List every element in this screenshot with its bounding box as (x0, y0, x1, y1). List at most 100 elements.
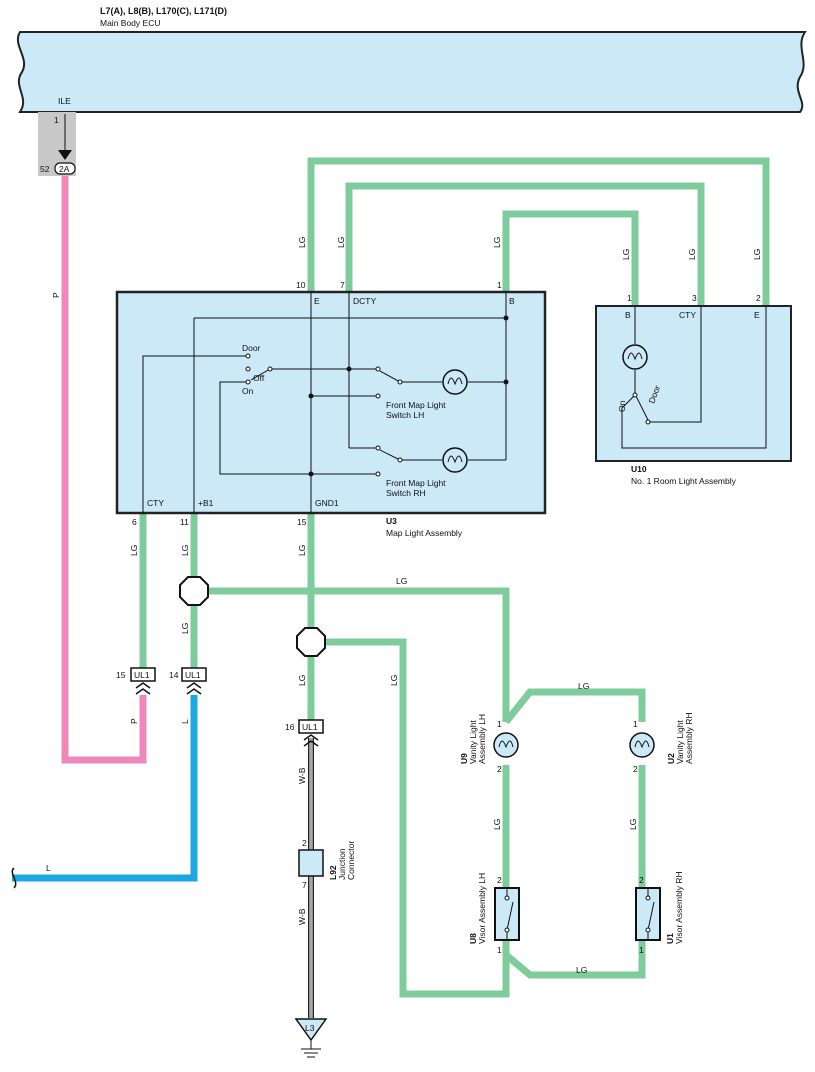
wire-lg-visor-bottom (503, 940, 646, 979)
ecu-title: L7(A), L8(B), L170(C), L171(D) (100, 6, 227, 16)
wire-label-l: L (180, 719, 190, 724)
ul1-gnd-pin: 16 (285, 722, 295, 732)
junction-name-2: Connector (346, 841, 356, 880)
room-pin-b: 1 (627, 293, 632, 303)
room-pin-e: 2 (756, 293, 761, 303)
ul1-b1-pin: 14 (169, 670, 179, 680)
bulb-icon (442, 447, 468, 473)
visor-assembly-lh: 2 1 U8 Visor Assembly LH (468, 873, 520, 955)
pin-b1: 11 (180, 517, 189, 527)
vanity-rh-pin2: 2 (633, 764, 638, 774)
visor-rh-pin1: 1 (639, 945, 644, 955)
wire-label-p: P (51, 292, 61, 298)
wire-lg-e (307, 157, 770, 306)
ecu-connector-label: 2A (59, 164, 70, 174)
lh-switch-label-2: Switch LH (386, 410, 424, 420)
wire-label-lg: LG (297, 237, 307, 248)
junction-name-1: Junction (337, 848, 347, 880)
ul1-label: UL1 (302, 722, 318, 732)
rh-switch-label-1: Front Map Light (386, 478, 446, 488)
wire-label-lg: LG (336, 237, 346, 248)
term-dcty: DCTY (353, 296, 376, 306)
splice-point-2 (296, 627, 326, 657)
vanity-rh-code: U2 (666, 753, 676, 764)
switch-door-label: Door (242, 343, 261, 353)
vanity-light-lh: 1 2 U9 Vanity Light Assembly LH (459, 714, 519, 774)
ecu-terminal-ile: ILE (58, 96, 71, 106)
wire-label-lg: LG (297, 675, 307, 686)
pin-b: 1 (497, 280, 502, 290)
room-term-b: B (625, 310, 631, 320)
wire-label-p: P (129, 718, 139, 724)
visor-lh-code: U8 (468, 933, 478, 944)
visor-assembly-rh: 2 1 U1 Visor Assembly RH (635, 871, 684, 955)
room-light-internal (621, 306, 767, 449)
map-light-box (115, 290, 547, 515)
bulb-icon (629, 732, 655, 758)
map-light-name: Map Light Assembly (386, 528, 463, 538)
bulb-icon (493, 732, 519, 758)
room-pin-cty: 3 (692, 293, 697, 303)
ground-triangle (294, 1018, 328, 1042)
room-light-box (595, 305, 792, 462)
vanity-rh-name-2: Assembly RH (684, 713, 694, 764)
vanity-lh-pin1: 1 (497, 719, 502, 729)
ul1-label: UL1 (134, 670, 150, 680)
pin-dcty: 7 (340, 280, 345, 290)
visor-lh-name: Visor Assembly LH (477, 873, 487, 944)
wire-lg-vanity-top (503, 688, 646, 725)
pin-gnd1: 15 (297, 517, 307, 527)
wire-break-icon (11, 867, 17, 889)
ul1-label: UL1 (185, 670, 201, 680)
wire-p (61, 176, 147, 764)
wire-label-wb: W-B (297, 908, 307, 925)
switch-off-label: Off (253, 373, 265, 383)
vanity-rh-pin1: 1 (633, 719, 638, 729)
wire-label-lg: LG (389, 675, 399, 686)
rh-switch-label-2: Switch RH (386, 488, 426, 498)
ul1-connector (298, 719, 324, 734)
visor-rh-name: Visor Assembly RH (674, 871, 684, 944)
ecu-arrow-icon (58, 150, 72, 160)
wire-label-wb: W-B (297, 767, 307, 784)
ground-icon (301, 1040, 321, 1058)
wire-label-lg: LG (396, 576, 407, 586)
wire-label-lg: LG (180, 545, 190, 556)
wires (12, 157, 770, 1018)
ecu-connector-pin: 52 (40, 164, 50, 174)
junction-box (298, 849, 324, 877)
vanity-lh-name-2: Assembly LH (477, 714, 487, 764)
switch-contacts (245, 353, 403, 477)
bulb-icon (442, 369, 468, 395)
wire-label-lg: LG (180, 623, 190, 634)
ecu-body (17, 31, 807, 113)
visor-rh-switch (645, 888, 655, 940)
visor-lh-switch (504, 888, 514, 940)
visor-lh-pin2: 2 (497, 875, 502, 885)
visor-lh-pin1: 1 (497, 945, 502, 955)
visor-rh-pin2: 2 (639, 875, 644, 885)
junction-connector: 2 7 L92 Junction Connector (298, 838, 356, 890)
term-b: B (509, 296, 515, 306)
term-gnd1: GND1 (315, 498, 339, 508)
ground-l3: L3 (294, 1018, 328, 1058)
map-light-assembly: 10 7 1 E DCTY B (115, 280, 547, 538)
ul1-connector (181, 667, 207, 682)
room-light-code: U10 (631, 464, 647, 474)
room-light-assembly: 1 3 2 B CTY E On Door U10 No. 1 Room Lig… (595, 293, 792, 486)
wire-label-lg: LG (492, 237, 502, 248)
ul1-cty-pin: 15 (116, 670, 126, 680)
ul1-connectors: 15 UL1 14 UL1 16 UL1 (116, 667, 324, 747)
room-term-cty: CTY (679, 310, 696, 320)
connector-chevron-icon (186, 682, 202, 695)
bulb-icon (622, 344, 648, 370)
junction-code: L92 (328, 865, 338, 880)
room-switch-contacts (632, 392, 651, 425)
vanity-rh-name-1: Vanity Light (675, 720, 685, 764)
map-light-code: U3 (386, 516, 397, 526)
wire-label-lg: LG (129, 545, 139, 556)
vanity-lh-pin2: 2 (497, 764, 502, 774)
visor-rh-code: U1 (665, 933, 675, 944)
wire-label-lg: LG (576, 965, 587, 975)
junction-pin-top: 2 (302, 838, 307, 848)
